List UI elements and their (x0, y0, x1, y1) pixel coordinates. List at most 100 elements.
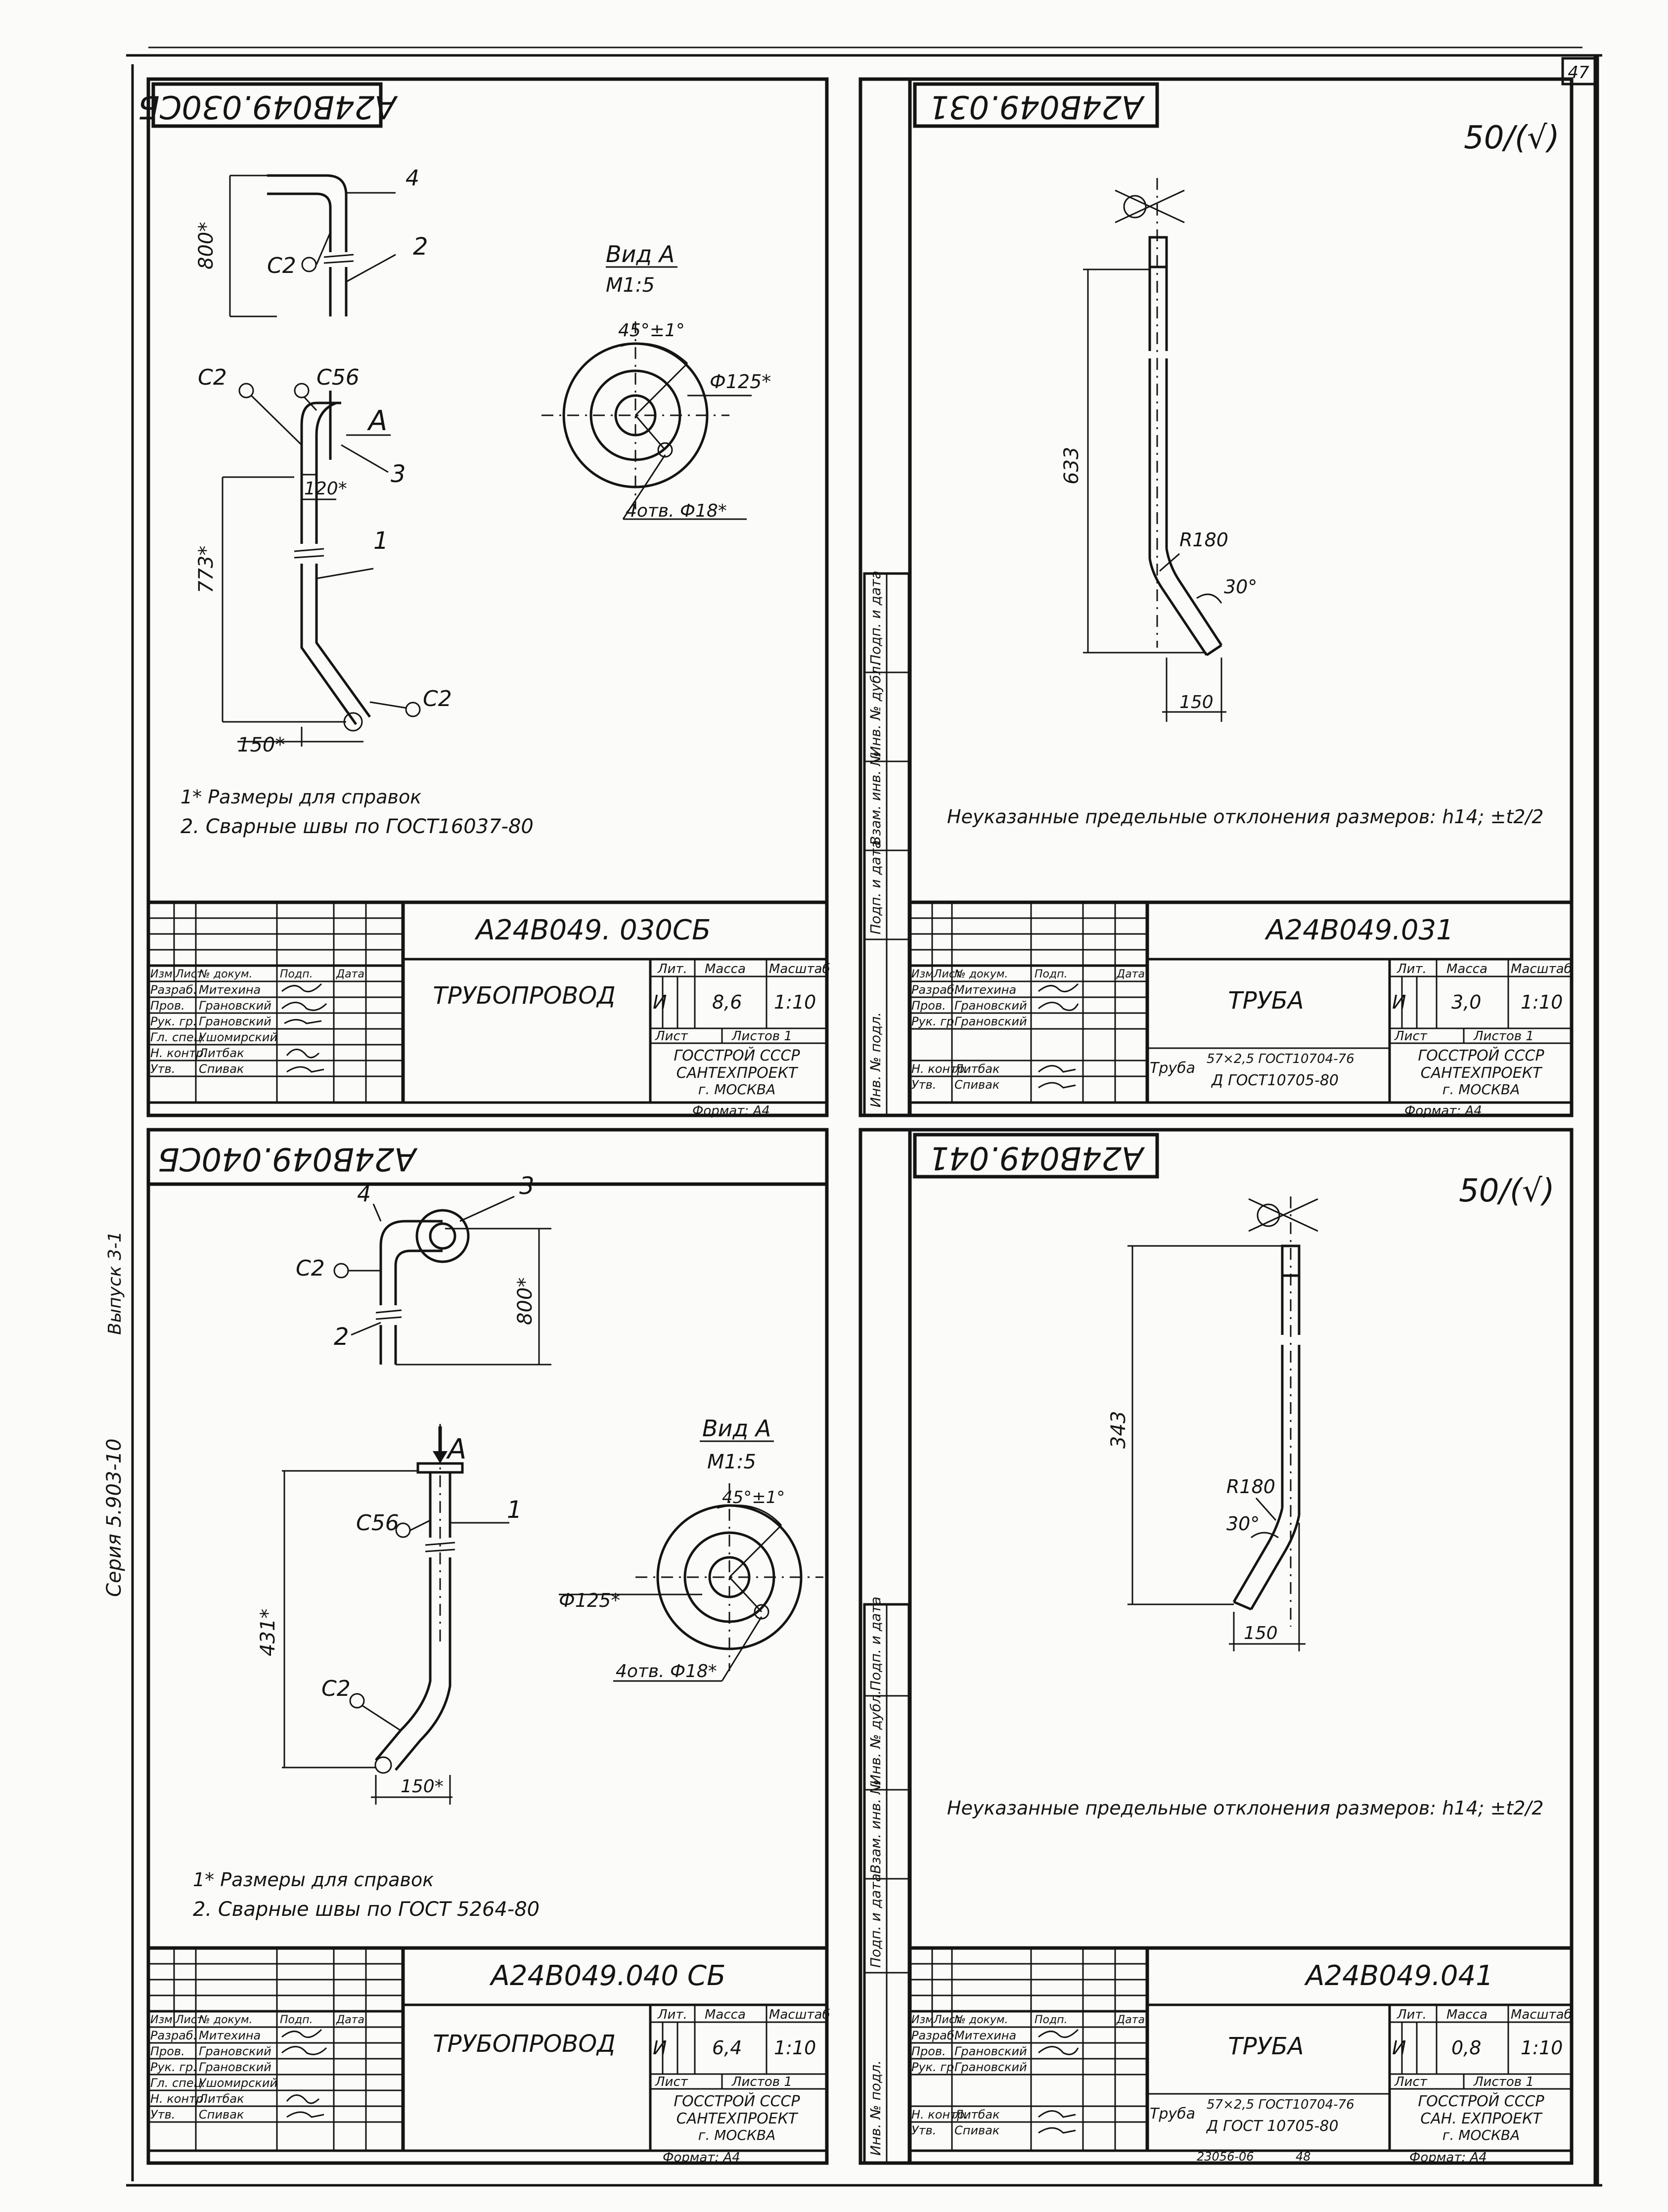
col-sheet: Лист (655, 1029, 688, 1044)
staff3-name-3: Грановский (199, 2060, 271, 2074)
side-stamp-2: Инв. № дубл. (867, 662, 884, 756)
org2-line-3: г. МОСКВА (1443, 1081, 1520, 1098)
dim-30-2: 30° (1226, 1513, 1260, 1535)
staff4-name-1: Митехина (954, 2029, 1016, 2042)
side-stamp2-1: Подп. и дата (867, 1596, 884, 1691)
side-stamp-1: Подп. и дата (867, 571, 884, 665)
label2-part4: 4 (357, 1182, 371, 1207)
material-prefix-1: Труба (1150, 1060, 1195, 1077)
col-lit: Лит. (657, 962, 687, 976)
sheet-040sb-notes: 1* Размеры для справок 2. Сварные швы по… (193, 1869, 540, 1921)
org3-line-1: ГОССТРОЙ СССР (674, 2092, 800, 2110)
format-label-3: Формат: А4 (663, 2150, 740, 2165)
label2-part3: 3 (519, 1172, 535, 1200)
col-scale-4: Масштаб (1511, 2007, 1572, 2022)
dim-150: 150* (237, 734, 285, 756)
sheet-040sb: А24В049.040СБ 800* 4 3 С2 2 (146, 1128, 830, 2165)
staff2-name-4: Литбак (954, 1062, 1000, 1076)
surface-finish-2: 50/(√) (1459, 1173, 1555, 1209)
dim-30-1: 30° (1224, 576, 1257, 598)
sheet-041-top-code: А24В049.041 (929, 1139, 1145, 1176)
staff2-name-3: Грановский (954, 1015, 1027, 1028)
sheet-031-scale: 1:10 (1521, 991, 1563, 1013)
dim-r180-1: R180 (1179, 529, 1228, 551)
sheet-040sb-lit: И (653, 2037, 667, 2059)
col-izm-4: Изм (911, 2014, 934, 2026)
staff4-name-5: Спивак (954, 2124, 1000, 2137)
view-a-scale: М1:5 (606, 274, 655, 297)
sheet-041-scale: 1:10 (1521, 2037, 1563, 2059)
staff4-name-3: Грановский (954, 2060, 1027, 2074)
footer-page: 48 (1296, 2150, 1311, 2164)
sheet-041: А24В049.041 50/(√) Подп. и дата Инв. № д… (858, 1128, 1574, 2165)
dim-150-1: 150 (1179, 692, 1214, 712)
dim-343: 343 (1107, 1411, 1130, 1449)
sheet-030sb-drawing: 800* С2 4 2 773* 120* (195, 166, 452, 756)
sheet-040sb-title-block: Изм Лист № докум. Подп. Дата Разраб. Мит… (148, 1946, 830, 2165)
label-c2-b: С2 (198, 365, 227, 390)
col-sheet-2: Лист (1394, 1029, 1428, 1044)
staff4-role-4: Н. контр. (911, 2108, 968, 2122)
sheet-031-lit: И (1392, 991, 1406, 1013)
staff4-role-2: Пров. (911, 2044, 946, 2058)
col-mass: Масса (705, 962, 746, 976)
org-line-3: г. МОСКВА (698, 1081, 776, 1098)
material-line1-1: 57×2,5 ГОСТ10704-76 (1207, 1052, 1354, 1066)
col-scale: Масштаб (769, 962, 830, 976)
staff3-role-6: Утв. (150, 2108, 175, 2122)
label2-c2-b: С2 (321, 1676, 351, 1701)
side-stamp-4: Подп. и дата (867, 840, 884, 934)
staff3-name-1: Митехина (199, 2029, 261, 2042)
side-stamp-3: Взам. инв. № (867, 752, 884, 845)
staff-role-1: Разраб. (150, 983, 197, 997)
col-mass-3: Масса (705, 2007, 746, 2022)
staff4-name-4: Литбак (954, 2108, 1000, 2122)
issue-label: Выпуск 3-1 (105, 1231, 125, 1335)
staff2-role-3: Рук. гр. (911, 1015, 958, 1028)
view-a-angle: 45°±1° (618, 320, 685, 341)
org2-line-2: САНТЕХПРОЕКТ (1421, 1064, 1543, 1082)
sheet-041-title: Труба (1228, 2033, 1304, 2060)
view-a-diameter: Ф125* (710, 371, 771, 393)
sheet-041-code: А24В049.041 (1304, 1960, 1493, 1992)
col-izm-3: Изм (150, 2014, 173, 2026)
side-stamp2-3: Взам. инв. № (867, 1780, 884, 1874)
material-prefix-2: Труба (1150, 2105, 1195, 2123)
sheet-031-top-code: А24В049.031 (929, 88, 1145, 125)
format-label: Формат: А4 (692, 1104, 770, 1118)
view2-angle: 45°±1° (722, 1488, 785, 1507)
staff3-name-2: Грановский (199, 2044, 271, 2058)
col-lit-2: Лит. (1397, 962, 1427, 976)
outer-frame: 47 (126, 46, 1602, 2187)
staff4-role-5: Утв. (911, 2124, 936, 2137)
col-sheets: Листов 1 (731, 1029, 792, 1044)
note2-2: 2. Сварные швы по ГОСТ 5264-80 (193, 1898, 540, 1921)
col-izm: Изм (150, 968, 173, 980)
material-line2-1: Д ГОСТ10705-80 (1211, 1072, 1339, 1089)
dim-r180-2: R180 (1226, 1476, 1275, 1498)
col-date-2: Дата (1116, 968, 1145, 980)
note-2: 2. Сварные швы по ГОСТ16037-80 (180, 815, 534, 838)
col-doc-3: № докум. (198, 2014, 252, 2026)
org4-line-3: г. МОСКВА (1443, 2127, 1520, 2143)
col-date-4: Дата (1116, 2014, 1145, 2026)
org3-line-3: г. МОСКВА (698, 2127, 776, 2143)
sheet-041-lit: И (1392, 2037, 1406, 2059)
staff-role-6: Утв. (150, 1062, 175, 1076)
staff-name-3: Грановский (199, 1015, 271, 1028)
col-scale-2: Масштаб (1511, 962, 1572, 976)
sheet-030sb-top-code: А24В049.030СБ (138, 88, 398, 125)
sheet-031-title-block: Изм Лист № докум. Подп. Дата Разраб. Мит… (910, 900, 1572, 1118)
col-list-4: Лист (933, 2014, 962, 2026)
label-part2: 2 (413, 233, 428, 261)
staff-role-3: Рук. гр. (150, 1015, 197, 1028)
sheet-031-title: Труба (1228, 987, 1304, 1015)
sheet-030sb: А24В049.030СБ 800* С2 4 2 (138, 77, 830, 1118)
side-stamp2-2: Инв. № дубл. (867, 1690, 884, 1785)
view-a-title: Вид А (606, 241, 675, 267)
sheet-040sb-code: А24В049.040 СБ (490, 1960, 726, 1992)
col-list-2: Лист (933, 968, 962, 980)
dim-120: 120* (304, 479, 347, 499)
sheet-041-side-stamp: Подп. и дата Инв. № дубл. Взам. инв. № П… (863, 1596, 910, 2165)
tolerance-1: Неуказанные предельные отклонения размер… (947, 806, 1543, 828)
